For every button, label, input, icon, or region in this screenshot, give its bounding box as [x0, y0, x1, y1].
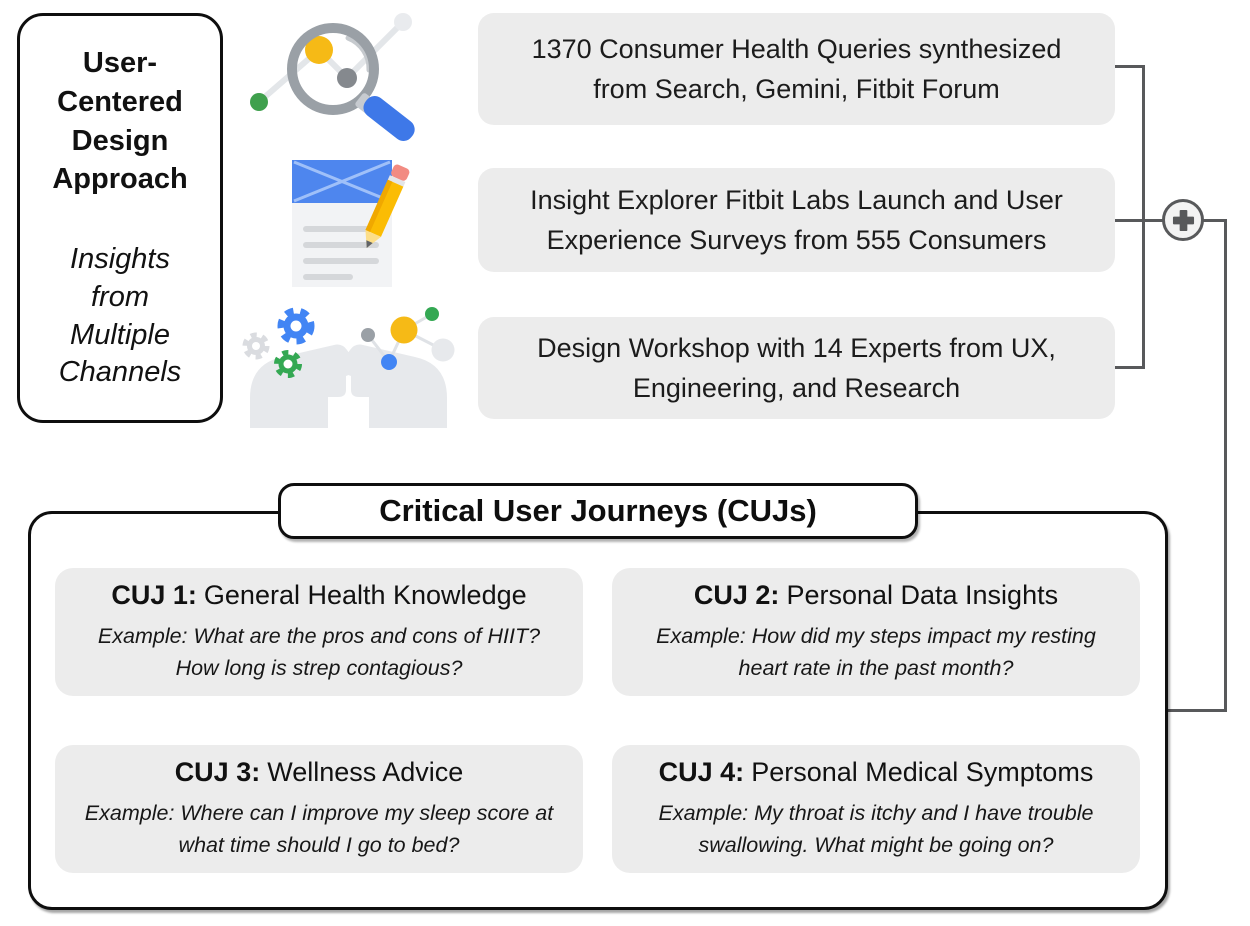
cuj-name: Personal Data Insights — [786, 579, 1059, 610]
connector-line-bottom-stub — [1113, 366, 1145, 369]
channel-text: Insight Explorer Fitbit Labs Launch and … — [530, 184, 1063, 256]
cuj-name: Personal Medical Symptoms — [751, 756, 1094, 787]
cuj-example: Example: Where can I improve my sleep sc… — [84, 800, 554, 857]
cuj-card-1: CUJ 1:General Health Knowledge Example: … — [55, 568, 583, 696]
panel-title: User- Centered Design Approach — [52, 46, 188, 196]
cuj-card-3: CUJ 3:Wellness Advice Example: Where can… — [55, 745, 583, 873]
cuj-example: Example: How did my steps impact my rest… — [656, 623, 1096, 680]
cuj-number: CUJ 2: — [693, 579, 780, 610]
channel-card-queries: 1370 Consumer Health Queries synthesized… — [478, 13, 1115, 125]
cuj-title: CUJ 3:Wellness Advice — [175, 757, 464, 788]
cuj-header: Critical User Journeys (CUJs) — [278, 483, 918, 539]
plus-circle-icon — [1162, 199, 1204, 241]
cuj-number: CUJ 1: — [111, 579, 197, 610]
cuj-title: CUJ 1:General Health Knowledge — [111, 580, 526, 611]
channel-text: 1370 Consumer Health Queries synthesized… — [531, 33, 1062, 105]
cuj-header-label: Critical User Journeys (CUJs) — [379, 493, 817, 528]
connector-line-to-cuj — [1167, 709, 1227, 712]
cuj-card-2: CUJ 2:Personal Data Insights Example: Ho… — [612, 568, 1140, 696]
cuj-name: General Health Knowledge — [203, 579, 527, 610]
connector-line-bracket — [1142, 65, 1145, 369]
user-centered-design-panel: User- Centered Design Approach Insights … — [17, 13, 223, 423]
survey-pencil-icon — [278, 152, 448, 307]
magnifier-data-icon — [243, 6, 443, 149]
plus-icon — [1172, 209, 1194, 231]
connector-line-top-stub — [1113, 65, 1145, 68]
connector-line-middle — [1113, 219, 1167, 222]
workshop-heads-icon — [236, 300, 461, 433]
cuj-number: CUJ 3: — [174, 756, 261, 787]
cuj-title: CUJ 2:Personal Data Insights — [694, 580, 1058, 611]
cuj-example: Example: What are the pros and cons of H… — [97, 623, 541, 680]
cuj-name: Wellness Advice — [267, 756, 464, 787]
channel-text: Design Workshop with 14 Experts from UX,… — [537, 332, 1056, 404]
cuj-card-4: CUJ 4:Personal Medical Symptoms Example:… — [612, 745, 1140, 873]
channel-card-workshop: Design Workshop with 14 Experts from UX,… — [478, 317, 1115, 419]
connector-line-middle-right — [1199, 219, 1227, 222]
panel-subtitle: Insights from Multiple Channels — [58, 243, 182, 389]
cuj-title: CUJ 4:Personal Medical Symptoms — [659, 757, 1094, 788]
cuj-number: CUJ 4: — [658, 756, 745, 787]
connector-line-down — [1224, 219, 1227, 711]
channel-card-surveys: Insight Explorer Fitbit Labs Launch and … — [478, 168, 1115, 272]
cuj-example: Example: My throat is itchy and I have t… — [658, 800, 1094, 857]
